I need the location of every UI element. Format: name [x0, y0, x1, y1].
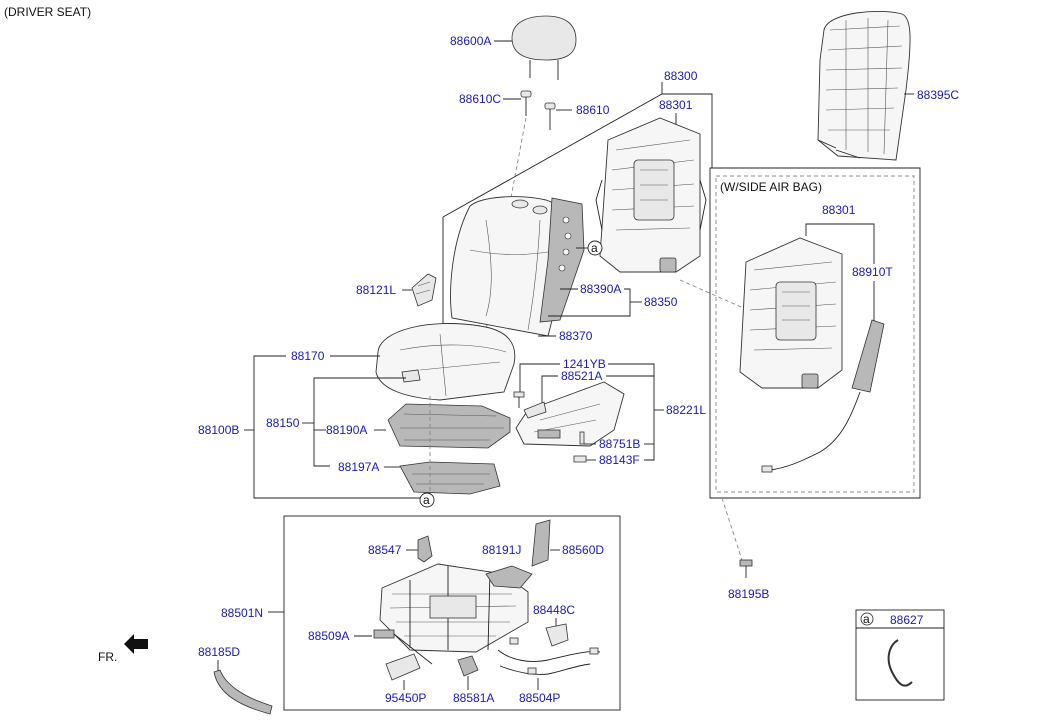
part-label-88560D[interactable]: 88560D [562, 543, 604, 557]
part-label-88509A[interactable]: 88509A [308, 629, 349, 643]
part-label-88350[interactable]: 88350 [644, 295, 678, 309]
airbag-outer-frame [709, 167, 921, 499]
part-label-88301[interactable]: 88301 [659, 98, 693, 112]
part-label-88221L[interactable]: 88221L [666, 403, 706, 417]
part-label-88301-airbag[interactable]: 88301 [822, 203, 856, 217]
screw-1241YB-illustration [513, 391, 525, 408]
part-label-88547[interactable]: 88547 [368, 543, 402, 557]
seat-cushion-illustration [375, 323, 516, 401]
spindle-88509A-illustration [373, 629, 433, 665]
fr-label: FR. [98, 650, 117, 664]
diagram-title: (DRIVER SEAT) [4, 5, 91, 19]
callout-a-label-1: a [591, 241, 598, 255]
wiring-harness-88504P-illustration [497, 637, 601, 675]
part-label-88448C[interactable]: 88448C [533, 603, 575, 617]
part-label-88581A[interactable]: 88581A [453, 691, 494, 705]
seat-back-cushion-illustration [450, 196, 571, 337]
part-label-88121L[interactable]: 88121L [356, 283, 396, 297]
cushion-pad-88190A-illustration [387, 403, 511, 449]
frame-to-airbag-dash [679, 279, 749, 311]
bracket-88350 [548, 288, 631, 317]
recliner-cover-illustration [411, 273, 437, 307]
part-label-88197A[interactable]: 88197A [338, 460, 379, 474]
bracket-88100B [253, 355, 420, 499]
seat-back-panel-illustration [817, 10, 911, 161]
cushion-pad-88197A-illustration [399, 461, 501, 495]
legend-88627-box [855, 609, 945, 701]
part-label-88395C[interactable]: 88395C [917, 88, 959, 102]
front-arrow-icon [124, 634, 148, 654]
knob-88751B-illustration [579, 431, 585, 445]
callout-a-label-2: a [423, 493, 430, 507]
part-label-88600A[interactable]: 88600A [450, 34, 491, 48]
part-label-88370[interactable]: 88370 [559, 329, 593, 343]
wire-hook-88627-illustration [887, 639, 913, 687]
side-airbag-module-illustration [761, 319, 885, 473]
lever-88560D-illustration [531, 519, 551, 567]
module-95450P-illustration [385, 653, 421, 681]
seat-track-frame-illustration [379, 563, 529, 653]
leader-88521A [541, 375, 558, 404]
seat-back-pad-illustration [539, 197, 585, 323]
bracket-88221L [608, 363, 655, 461]
airbag-dashed-box [715, 175, 915, 493]
part-label-88504P[interactable]: 88504P [519, 691, 560, 705]
bracket-88301-airbag [805, 223, 875, 264]
bolt-axis-dash [721, 497, 743, 561]
leader-1241YB [519, 363, 560, 392]
airbag-box-title: (W/SIDE AIR BAG) [720, 180, 822, 194]
part-label-88610C[interactable]: 88610C [459, 92, 501, 106]
trim-88185D-illustration [213, 669, 273, 715]
part-label-88300[interactable]: 88300 [664, 69, 698, 83]
part-label-88143F[interactable]: 88143F [599, 453, 640, 467]
part-label-88751B[interactable]: 88751B [599, 437, 640, 451]
part-label-88185D[interactable]: 88185D [198, 645, 240, 659]
part-label-88390A[interactable]: 88390A [580, 282, 621, 296]
part-label-88190A[interactable]: 88190A [326, 423, 367, 437]
part-label-88521A[interactable]: 88521A [561, 369, 602, 383]
bracket-88150 [313, 377, 406, 467]
part-label-88610[interactable]: 88610 [576, 103, 610, 117]
headrest-illustration [511, 15, 577, 80]
part-label-88170[interactable]: 88170 [291, 349, 325, 363]
bolt-88195B-illustration [739, 559, 753, 578]
callout-a-marker-2 [419, 492, 435, 508]
part-label-1241YB[interactable]: 1241YB [563, 357, 606, 371]
airbag-frame-illustration [739, 237, 843, 389]
part-label-88191J[interactable]: 88191J [482, 543, 521, 557]
sensor-88581A-illustration [457, 655, 479, 677]
side-shield-illustration [515, 381, 625, 447]
part-label-88910T[interactable]: 88910T [852, 265, 893, 279]
headrest-guide-88610C [520, 90, 532, 116]
clip-88143F-illustration [573, 455, 587, 463]
part-label-95450P[interactable]: 95450P [385, 691, 426, 705]
part-label-88501N[interactable]: 88501N [221, 606, 263, 620]
headrest-guide-88610 [544, 102, 556, 130]
part-label-88195B[interactable]: 88195B [728, 587, 769, 601]
switch-88547-illustration [417, 535, 433, 563]
motor-88448C-illustration [545, 623, 569, 647]
part-label-88627[interactable]: 88627 [890, 613, 924, 627]
cover-88191J-illustration [485, 565, 533, 589]
seat-track-box [283, 515, 621, 711]
part-label-88150[interactable]: 88150 [266, 416, 300, 430]
part-label-88100B[interactable]: 88100B [198, 423, 239, 437]
legend-callout-symbol: a [863, 612, 870, 626]
seat-back-frame-illustration [595, 117, 707, 273]
